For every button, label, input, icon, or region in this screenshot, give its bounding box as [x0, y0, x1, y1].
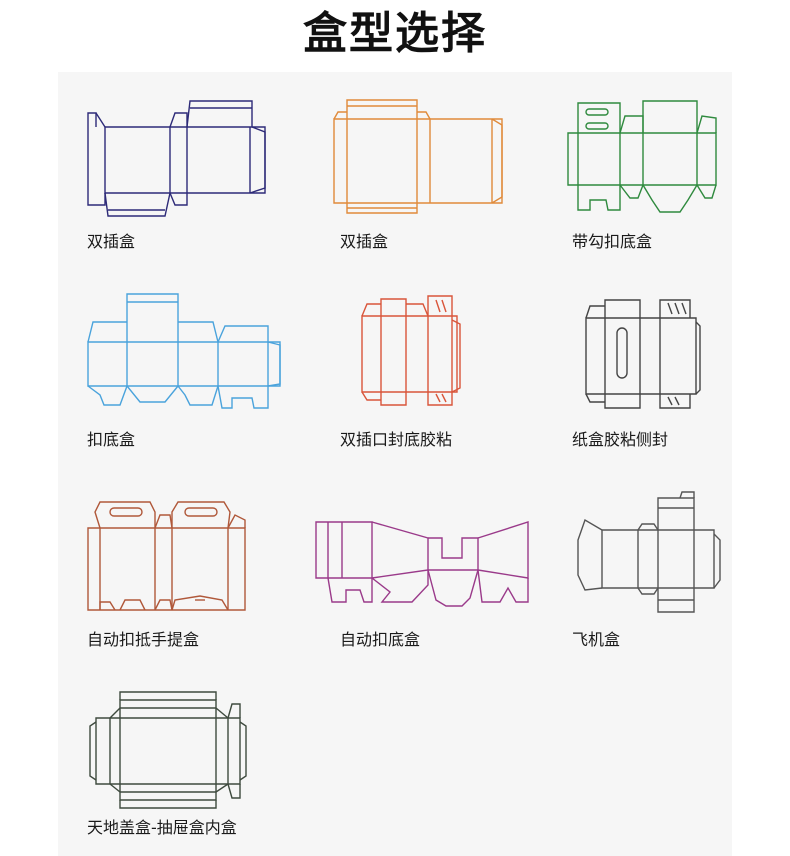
box-label-1: 双插盒 — [87, 232, 136, 251]
box-label-8: 自动扣底盒 — [340, 630, 421, 649]
box-label-10: 天地盖盒-抽屉盒内盒 — [87, 818, 237, 837]
box-label-7: 自动扣抵手提盒 — [87, 630, 200, 649]
box-label-3: 带勾扣底盒 — [572, 232, 653, 251]
box-label-6: 纸盒胶粘侧封 — [572, 430, 669, 449]
box-label-9: 飞机盒 — [572, 630, 621, 649]
box-label-5: 双插口封底胶粘 — [340, 430, 453, 449]
box-label-2: 双插盒 — [340, 232, 389, 251]
box-label-4: 扣底盒 — [87, 430, 136, 449]
page-title: 盒型选择 — [303, 8, 487, 59]
